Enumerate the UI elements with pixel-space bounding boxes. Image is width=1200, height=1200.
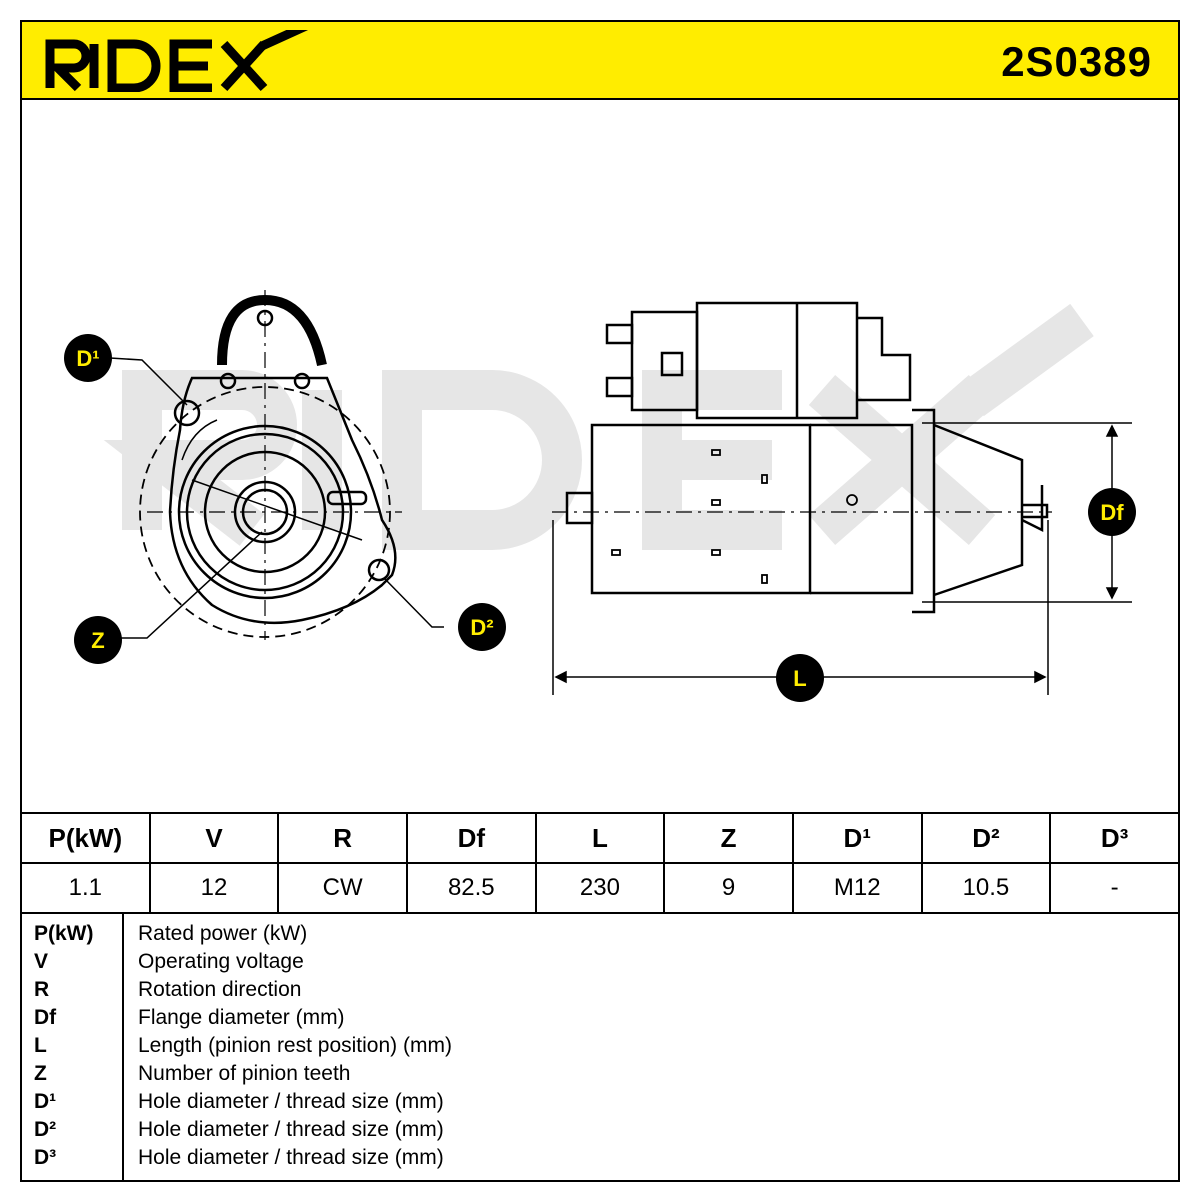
legend-symbol: R [34,978,50,1001]
legend-symbol: D² [34,1118,57,1141]
spec-header: R [277,812,408,864]
spec-header: V [148,812,280,864]
spec-header: Z [663,812,794,864]
legend-description: Flange diameter (mm) [138,1006,345,1029]
legend-description: Length (pinion rest position) (mm) [138,1034,452,1057]
legend-description: Rated power (kW) [138,922,308,945]
dimension-lines [109,357,1132,695]
svg-text:L: L [793,666,806,691]
spec-header: Df [405,812,537,864]
label-d2: D² [458,603,506,651]
spec-value: 230 [534,862,666,914]
side-view [552,301,1052,614]
spec-value: 9 [663,862,794,914]
label-l: L [776,654,824,702]
legend-row: P(kW) Rated power (kW) [22,922,1178,950]
legend-row: D³ Hole diameter / thread size (mm) [22,1146,1178,1174]
spec-value: 1.1 [20,862,151,914]
specs-table: P(kW) V R Df L Z D¹ D² D³ 1.1 12 CW 82.5… [20,812,1180,914]
legend-symbol: D¹ [34,1090,57,1113]
spec-header: L [534,812,666,864]
label-d1: D¹ [64,334,112,382]
legend-symbol: V [34,950,49,973]
spec-value: CW [277,862,408,914]
legend-description: Rotation direction [138,978,302,1001]
legend-row: R Rotation direction [22,978,1178,1006]
part-number: 2S0389 [1001,38,1152,85]
legend-row: Z Number of pinion teeth [22,1062,1178,1090]
spec-header: D³ [1049,812,1180,864]
legend-description: Hole diameter / thread size (mm) [138,1118,444,1141]
header-bar: 2S0389 [20,20,1180,100]
legend-symbol: L [34,1034,47,1057]
label-z: Z [74,616,122,664]
technical-drawing: D¹ Z D² Df L [64,290,1136,702]
legend-symbol: D³ [34,1146,57,1169]
legend-row: D² Hole diameter / thread size (mm) [22,1118,1178,1146]
legend-symbol: Df [34,1006,57,1029]
svg-text:Df: Df [1100,500,1124,525]
spec-header: P(kW) [20,812,151,864]
ridex-watermark [103,303,1094,550]
legend-row: Df Flange diameter (mm) [22,1006,1178,1034]
specs-header-row: P(kW) V R Df L Z D¹ D² D³ [20,812,1180,864]
spec-value: M12 [791,862,923,914]
spec-value: 12 [148,862,280,914]
label-df: Df [1088,488,1136,536]
legend-description: Operating voltage [138,950,304,973]
svg-text:D²: D² [470,615,493,640]
legend-row: V Operating voltage [22,950,1178,978]
front-view [139,290,402,640]
legend-description: Number of pinion teeth [138,1062,351,1085]
legend-symbol: P(kW) [34,922,94,945]
legend-description: Hole diameter / thread size (mm) [138,1146,444,1169]
spec-header: D² [920,812,1052,864]
legend-row: L Length (pinion rest position) (mm) [22,1034,1178,1062]
legend-description: Hole diameter / thread size (mm) [138,1090,444,1113]
spec-value: 10.5 [920,862,1052,914]
legend-row: D¹ Hole diameter / thread size (mm) [22,1090,1178,1118]
legend-divider [122,912,124,1180]
legend-symbol: Z [34,1062,47,1085]
specs-value-row: 1.1 12 CW 82.5 230 9 M12 10.5 - [20,862,1180,914]
legend: P(kW) Rated power (kW) V Operating voltage… [20,912,1180,1182]
ridex-logo [45,30,308,92]
spec-value: - [1049,862,1180,914]
svg-text:D¹: D¹ [76,346,99,371]
spec-header: D¹ [791,812,923,864]
svg-text:Z: Z [91,628,104,653]
spec-value: 82.5 [405,862,537,914]
